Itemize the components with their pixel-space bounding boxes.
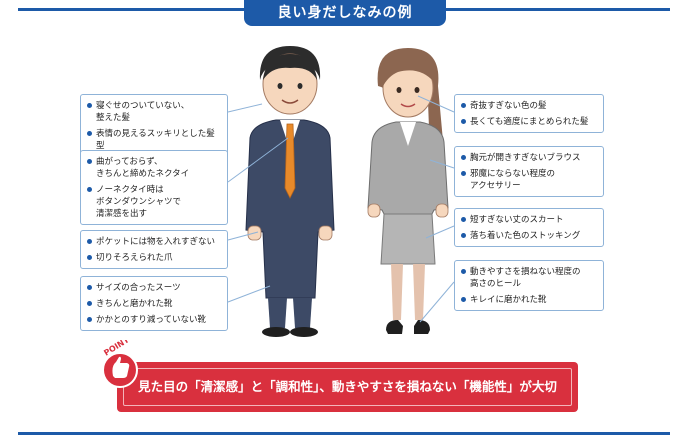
footer-rule bbox=[18, 432, 670, 435]
list-item: サイズの合ったスーツ bbox=[87, 282, 221, 294]
list-item: 邪魔にならない程度の アクセサリー bbox=[461, 168, 597, 192]
male-tie-box: 曲がっておらず、 きちんと締めたネクタイ ノーネクタイ時は ボタンダウンシャツで… bbox=[80, 150, 228, 225]
male-pocket-box: ポケットには物を入れすぎない 切りそろえられた爪 bbox=[80, 230, 228, 269]
female-shoes-box: 動きやすさを損ねない程度の 高さのヒール キレイに磨かれた靴 bbox=[454, 260, 604, 311]
illustration-woman bbox=[367, 48, 449, 334]
list-item: 表情の見えるスッキリとした髪型 bbox=[87, 128, 221, 152]
female-hair-box: 奇抜すぎない色の髪 長くても適度にまとめられた髪 bbox=[454, 94, 604, 133]
page-title: 良い身だしなみの例 bbox=[244, 0, 446, 26]
list-item: かかとのすり減っていない靴 bbox=[87, 314, 221, 326]
list-item: 長くても適度にまとめられた髪 bbox=[461, 116, 597, 128]
male-hair-box: 寝ぐせのついていない、 整えた髪 表情の見えるスッキリとした髪型 bbox=[80, 94, 228, 157]
list-item: 切りそろえられた爪 bbox=[87, 252, 221, 264]
list-item: 胸元が開きすぎないブラウス bbox=[461, 152, 597, 164]
list-item: きちんと磨かれた靴 bbox=[87, 298, 221, 310]
list-item: 落ち着いた色のストッキング bbox=[461, 230, 597, 242]
male-suit-box: サイズの合ったスーツ きちんと磨かれた靴 かかとのすり減っていない靴 bbox=[80, 276, 228, 331]
point-message: 見た目の「清潔感」と「調和性」、動きやすさを損ねない「機能性」が大切 bbox=[138, 379, 557, 394]
list-item: 短すぎない丈のスカート bbox=[461, 214, 597, 226]
list-item: キレイに磨かれた靴 bbox=[461, 294, 597, 306]
point-badge-icon: POINT bbox=[102, 340, 138, 388]
list-item: 寝ぐせのついていない、 整えた髪 bbox=[87, 100, 221, 124]
illustration-man bbox=[245, 46, 335, 337]
list-item: 奇抜すぎない色の髪 bbox=[461, 100, 597, 112]
female-skirt-box: 短すぎない丈のスカート 落ち着いた色のストッキング bbox=[454, 208, 604, 247]
list-item: 曲がっておらず、 きちんと締めたネクタイ bbox=[87, 156, 221, 180]
list-item: 動きやすさを損ねない程度の 高さのヒール bbox=[461, 266, 597, 290]
point-banner: 見た目の「清潔感」と「調和性」、動きやすさを損ねない「機能性」が大切 bbox=[117, 362, 578, 412]
female-blouse-box: 胸元が開きすぎないブラウス 邪魔にならない程度の アクセサリー bbox=[454, 146, 604, 197]
list-item: ノーネクタイ時は ボタンダウンシャツで 清潔感を出す bbox=[87, 184, 221, 220]
list-item: ポケットには物を入れすぎない bbox=[87, 236, 221, 248]
